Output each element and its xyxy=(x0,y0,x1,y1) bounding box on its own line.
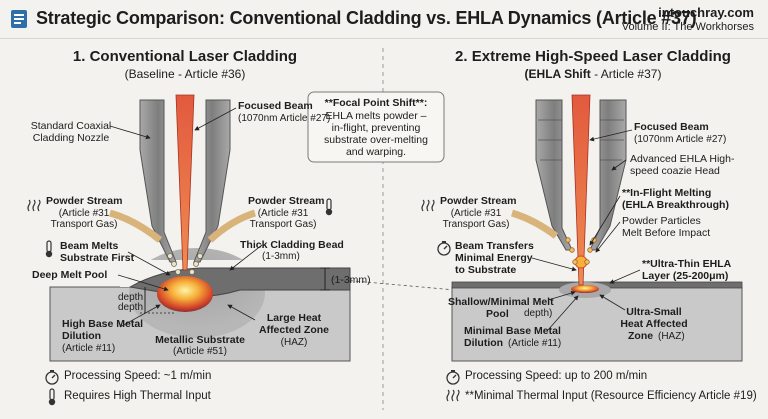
heat-waves-icon xyxy=(26,199,42,213)
right-transfer-label2: Minimal Energy xyxy=(455,252,533,264)
left-bead-note: (1-3mm) xyxy=(262,251,300,262)
right-haz-note: (HAZ) xyxy=(658,331,685,342)
focal-box-line2: in-flight, preventing xyxy=(331,122,421,134)
left-beam-note: (1070nm Article #27) xyxy=(238,113,331,124)
left-speed-text: Processing Speed: ~1 m/min xyxy=(64,370,212,382)
right-thin-label2: Layer (25-200μm) xyxy=(642,270,729,282)
left-dilution-label2: Dilution xyxy=(62,330,102,342)
right-beam-label: Focused Beam xyxy=(634,121,709,133)
header-bar xyxy=(0,0,768,39)
left-laser-beam xyxy=(175,94,195,271)
right-particles-label1: Powder Particles xyxy=(622,215,701,227)
left-dilution-note: (Article #11) xyxy=(62,343,116,354)
right-beam-note: (1070nm Article #27) xyxy=(634,134,727,145)
left-melts-label1: Beam Melts xyxy=(60,240,119,252)
left-powder-arrow-left xyxy=(109,209,163,243)
document-icon xyxy=(8,8,30,30)
left-dimension-label: (1-3mm) xyxy=(331,274,371,286)
left-substrate-label: Metallic Substrate xyxy=(155,334,245,346)
right-haz-label2: Heat Affected xyxy=(620,318,688,330)
focal-box-line4: and warping. xyxy=(345,146,407,158)
left-powder-right-note1: (Article #31 xyxy=(257,208,309,219)
focal-box xyxy=(307,91,445,163)
right-pool-depth: depth) xyxy=(524,308,553,319)
right-head-label2: speed coazie Head xyxy=(630,165,720,177)
right-nozzle-left xyxy=(535,99,573,251)
right-thin-label1: **Ultra-Thin EHLA xyxy=(642,258,732,270)
left-beam-label: Focused Beam xyxy=(238,100,313,112)
left-melt-pool xyxy=(157,276,213,312)
link-dashed-line xyxy=(331,278,456,291)
right-pool-label2: Pool xyxy=(486,308,509,320)
left-powder-left-note2: Transport Gas) xyxy=(50,219,118,230)
left-powder-particles xyxy=(167,253,203,275)
left-powder-left-label: Powder Stream xyxy=(46,195,123,207)
right-nozzle-right xyxy=(589,99,627,251)
left-powder-right-note2: Transport Gas) xyxy=(249,219,317,230)
right-melt-pool xyxy=(571,285,599,293)
right-dilution-label1: Minimal Base Metal xyxy=(464,325,561,337)
right-transfer-label3: to Substrate xyxy=(455,264,517,276)
left-nozzle-label: Standard Coaxial Cladding Nozzle xyxy=(30,120,112,144)
volume-label: Volume II: The Workhorses xyxy=(621,21,754,33)
right-inflight-label1: **In-Flight Melting xyxy=(622,187,712,199)
left-substrate-note: (Article #51) xyxy=(173,346,227,357)
right-powder-label: Powder Stream xyxy=(440,195,517,207)
thermometer-icon xyxy=(47,388,57,406)
right-inflight-label2: (EHLA Breakthrough) xyxy=(622,199,729,211)
focal-box-title: **Focal Point Shift**: xyxy=(324,97,428,109)
stopwatch-icon xyxy=(436,240,452,256)
left-powder-right-label: Powder Stream xyxy=(248,195,325,207)
left-bead-label: Thick Cladding Bead xyxy=(240,239,344,251)
left-haz-label2: Affected Zone xyxy=(258,324,329,336)
right-nozzle-rings xyxy=(538,119,624,161)
right-dilution-note: (Article #11) xyxy=(508,338,562,349)
right-transfer-label1: Beam Transfers xyxy=(455,240,534,252)
left-panel-title: 1. Conventional Laser Cladding xyxy=(72,48,298,65)
right-thermal-text: **Minimal Thermal Input (Resource Effici… xyxy=(465,390,757,402)
heat-waves-icon xyxy=(420,199,436,213)
left-depth-label2: depth xyxy=(118,302,144,313)
left-melt-pool-label: Deep Melt Pool xyxy=(32,269,108,281)
right-laser-beam xyxy=(571,94,591,286)
right-substrate xyxy=(451,286,743,362)
left-powder-left-note1: (Article #31 xyxy=(58,208,110,219)
right-pool-label1: Shallow/Minimal Melt xyxy=(448,296,554,308)
right-particles-label2: Melt Before Impact xyxy=(622,227,711,239)
page-title: Strategic Comparison: Conventional Cladd… xyxy=(36,8,697,28)
right-subtitle-rest: - Article #37) xyxy=(590,67,662,81)
right-powder-arrow xyxy=(510,209,559,239)
stopwatch-icon xyxy=(44,369,60,385)
left-powder-arrow-right xyxy=(207,209,257,243)
heat-waves-icon xyxy=(445,389,461,403)
right-powder-note1: (Article #31 xyxy=(450,208,502,219)
right-powder-particles xyxy=(565,237,597,265)
left-dilution-label1: High Base Metal xyxy=(62,318,144,330)
left-melts-label2: Substrate First xyxy=(60,252,135,264)
right-speed-text: Processing Speed: up to 200 m/min xyxy=(465,370,648,382)
left-depth-label1: depth xyxy=(118,292,144,303)
right-haz-label3: Zone xyxy=(628,330,654,342)
focal-box-line1: EHLA melts powder – xyxy=(325,110,427,122)
right-haz-label1: Ultra-Small xyxy=(626,306,682,318)
right-panel-subtitle: (EHLA Shift - Article #37) xyxy=(438,67,748,81)
left-haz-label1: Large Heat xyxy=(266,312,322,324)
right-head-label1: Advanced EHLA High- xyxy=(630,153,735,165)
right-subtitle-bold: (EHLA Shift xyxy=(524,67,591,81)
left-haz-note: (HAZ) xyxy=(280,337,308,348)
focal-box-line3: substrate over-melting xyxy=(324,134,428,146)
site-name[interactable]: intouchray.com xyxy=(658,5,754,20)
stopwatch-icon xyxy=(445,369,461,385)
right-panel-title: 2. Extreme High-Speed Laser Cladding xyxy=(455,48,731,65)
left-thermal-text: Requires High Thermal Input xyxy=(64,390,211,402)
right-dilution-label2: Dilution xyxy=(464,337,504,349)
thermometer-icon xyxy=(324,198,334,216)
left-panel-subtitle: (Baseline - Article #36) xyxy=(124,67,246,81)
thermometer-icon xyxy=(44,240,54,258)
right-powder-note2: Transport Gas) xyxy=(442,219,510,230)
